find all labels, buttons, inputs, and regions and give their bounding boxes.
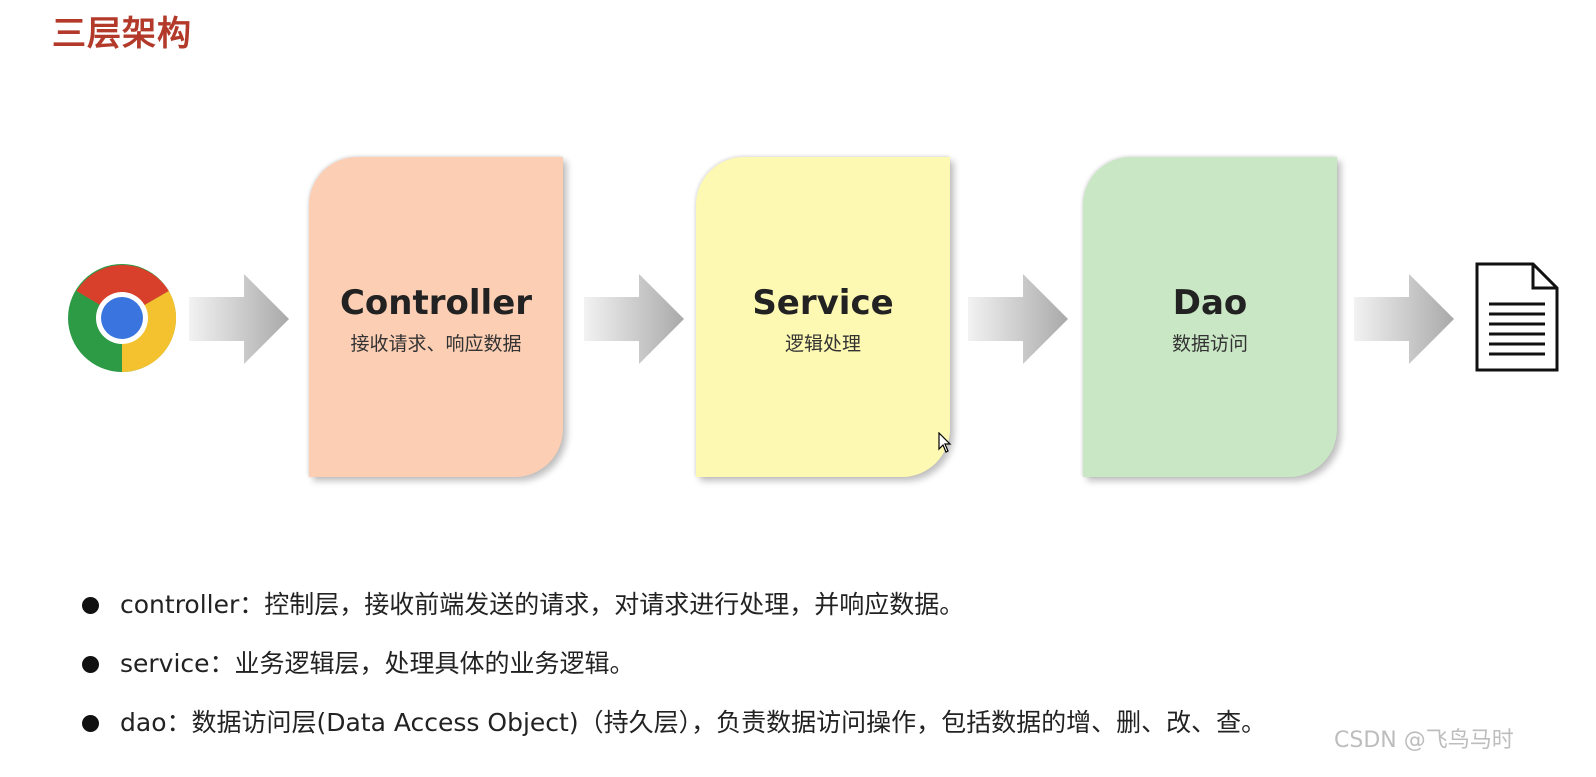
- right-arrow-icon: [584, 274, 684, 364]
- layer-description: 逻辑处理: [784, 333, 861, 355]
- layer-name: Controller: [339, 283, 533, 323]
- list-item-text: controller：控制层，接收前端发送的请求，对请求进行处理，并响应数据。: [120, 590, 965, 619]
- dao-layer-box: Dao 数据访问: [1083, 157, 1337, 477]
- list-item-text: dao：数据访问层(Data Access Object)（持久层），负责数据访…: [120, 708, 1267, 737]
- list-item: controller：控制层，接收前端发送的请求，对请求进行处理，并响应数据。: [80, 580, 1266, 639]
- list-item: dao：数据访问层(Data Access Object)（持久层），负责数据访…: [80, 698, 1266, 757]
- right-arrow-icon: [1354, 274, 1454, 364]
- controller-layer-box: Controller 接收请求、响应数据: [309, 157, 563, 477]
- bullet-dot: [82, 656, 99, 673]
- right-arrow-icon: [189, 274, 289, 364]
- layer-name: Dao: [1172, 283, 1248, 323]
- page-title: 三层架构: [52, 14, 192, 54]
- list-item: service：业务逻辑层，处理具体的业务逻辑。: [80, 639, 1266, 698]
- list-item-text: service：业务逻辑层，处理具体的业务逻辑。: [120, 649, 635, 678]
- layer-description: 接收请求、响应数据: [350, 333, 522, 355]
- bullet-dot: [82, 597, 99, 614]
- watermark: CSDN @飞鸟马时: [1334, 728, 1514, 753]
- right-arrow-icon: [968, 274, 1068, 364]
- document-icon: [1475, 262, 1559, 372]
- description-list: controller：控制层，接收前端发送的请求，对请求进行处理，并响应数据。 …: [80, 580, 1266, 757]
- layer-name: Service: [752, 283, 894, 323]
- chrome-browser-icon: [68, 264, 177, 372]
- mouse-cursor-icon: [938, 432, 952, 453]
- service-layer-box: Service 逻辑处理: [696, 157, 950, 477]
- bullet-dot: [82, 715, 99, 732]
- layer-description: 数据访问: [1171, 333, 1248, 355]
